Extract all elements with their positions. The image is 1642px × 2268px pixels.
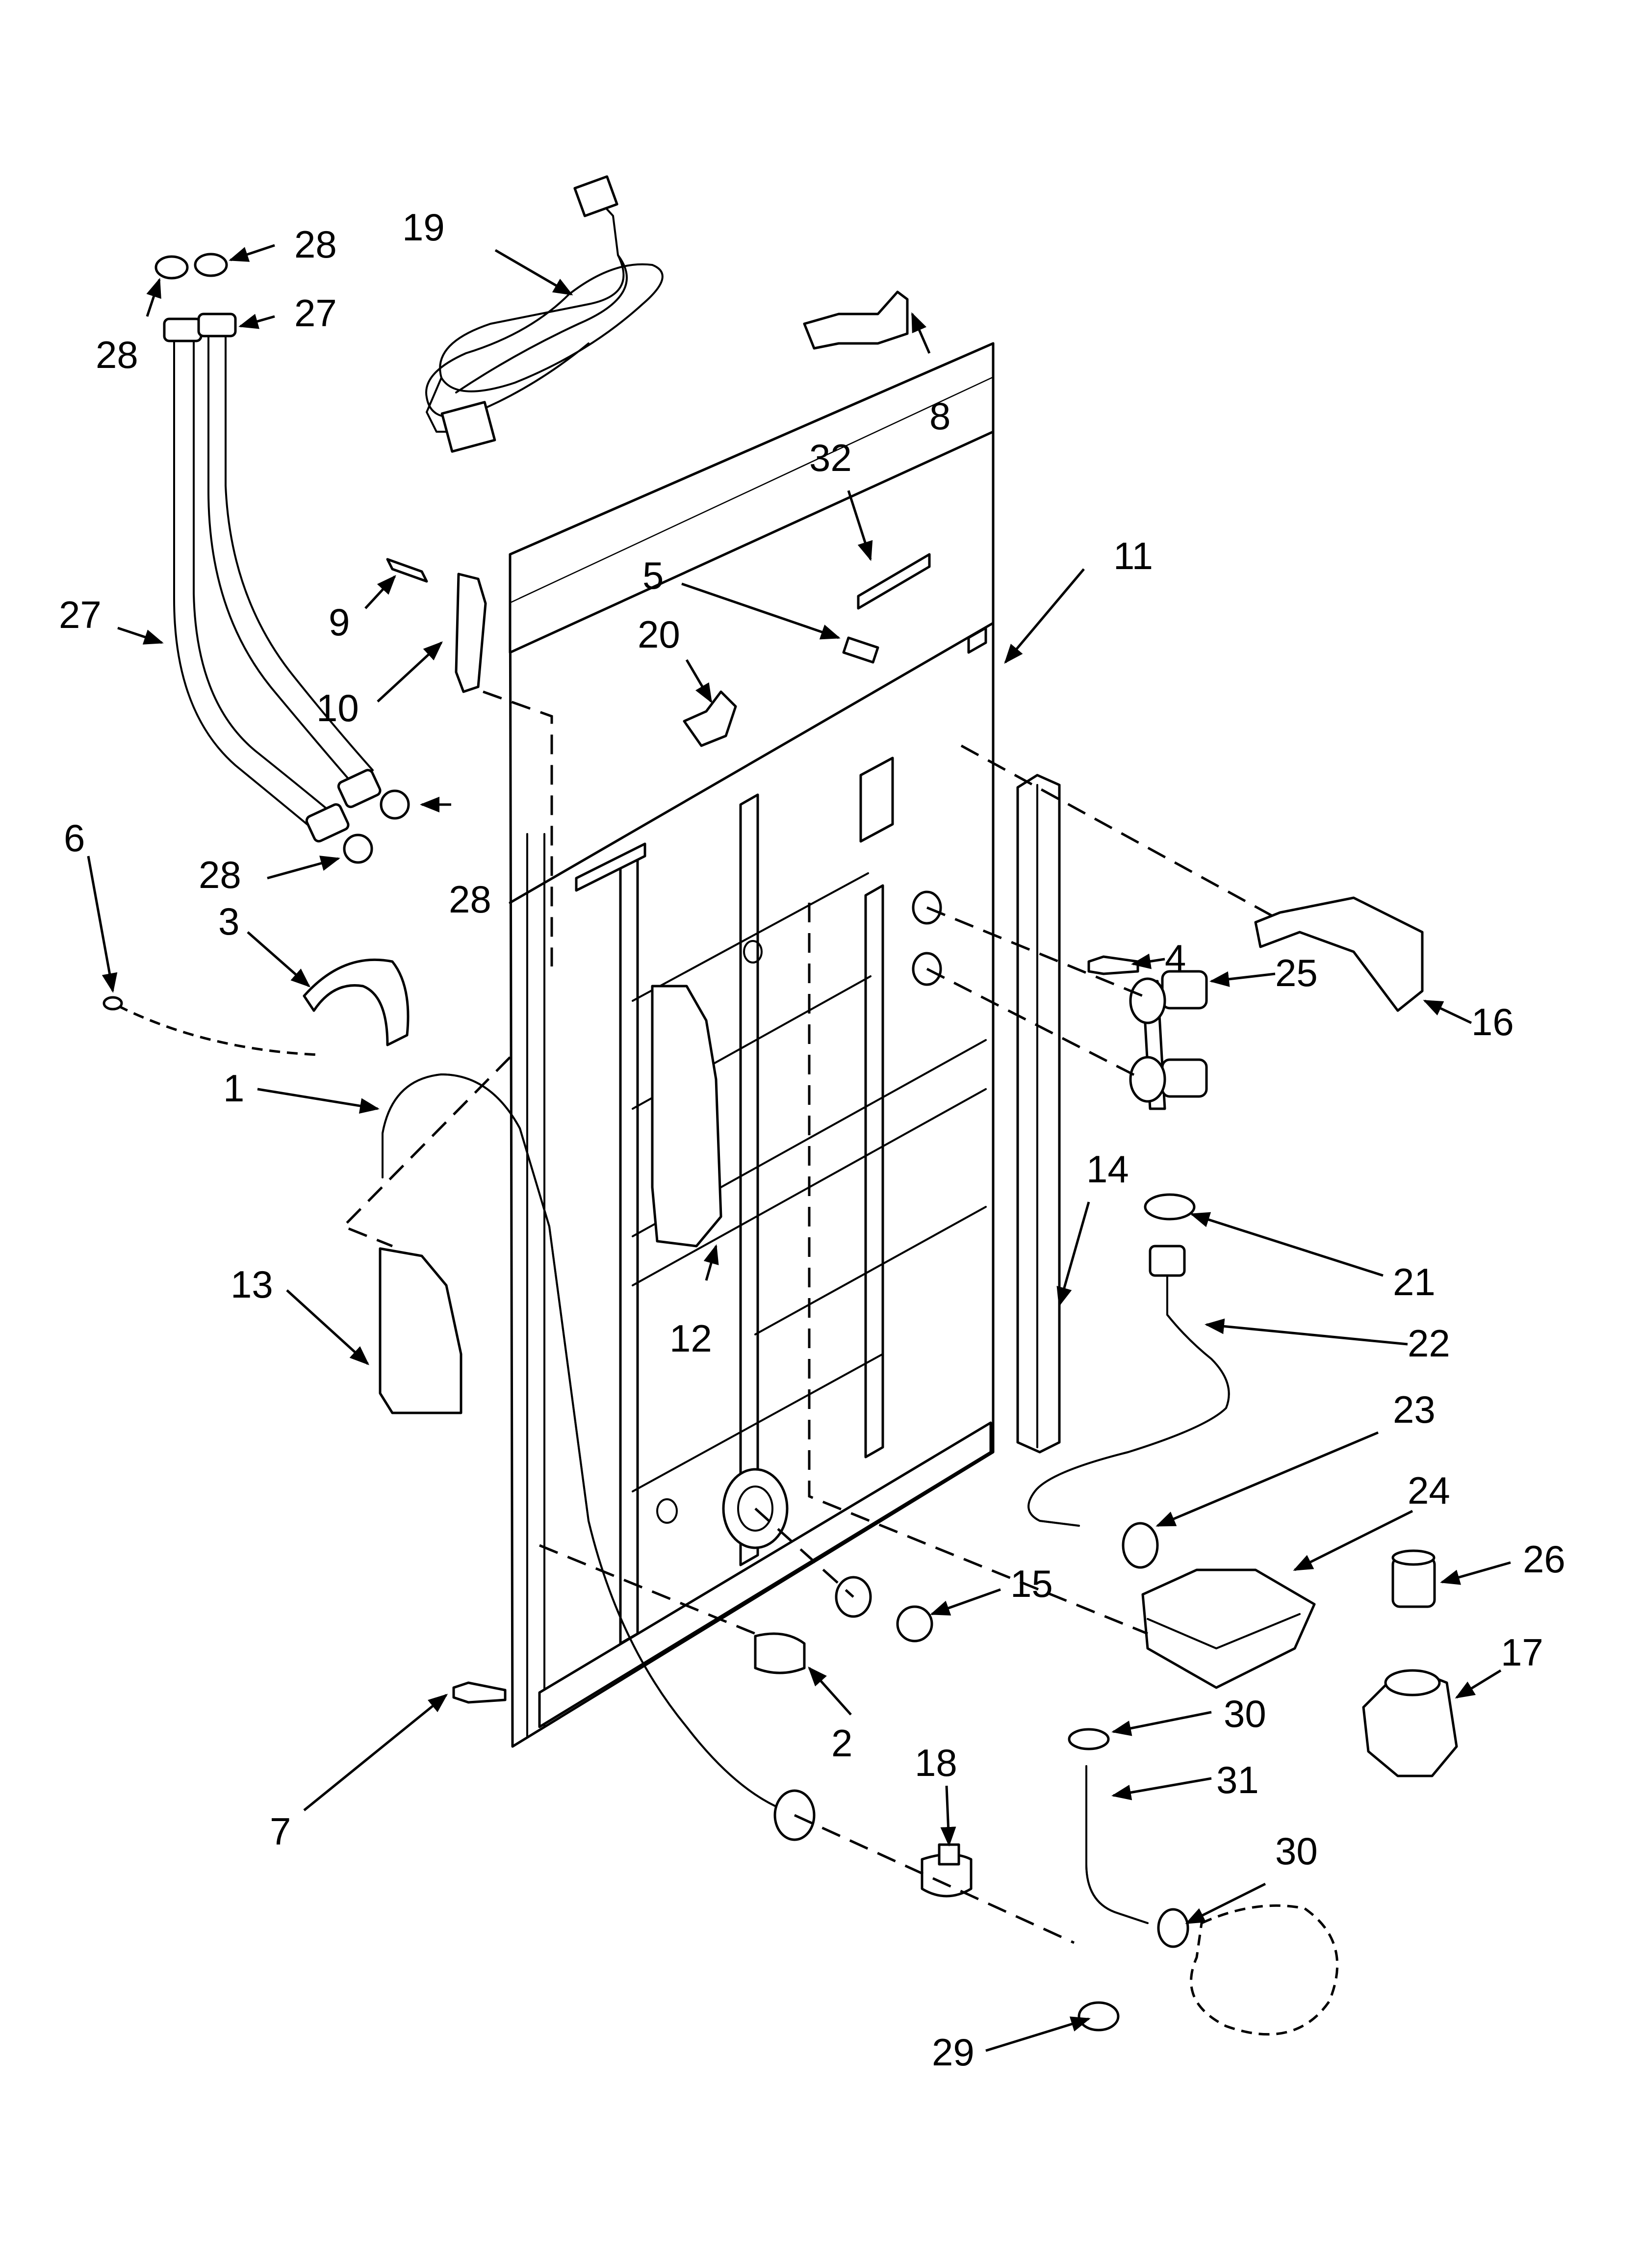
screw-7 — [452, 1681, 507, 1704]
callout-9: 9 — [329, 600, 350, 644]
callout-18: 18 — [915, 1741, 957, 1784]
wire-clip — [683, 636, 879, 747]
callout-19: 19 — [402, 206, 445, 249]
callout-7: 7 — [270, 1810, 291, 1853]
hose-22 — [1027, 1193, 1230, 1569]
callout-21: 21 — [1393, 1260, 1436, 1303]
callout-28: 28 — [449, 878, 491, 921]
callout-28: 28 — [96, 333, 138, 376]
cover-13 — [379, 1247, 462, 1414]
callout-12: 12 — [669, 1317, 712, 1360]
clamp-2 — [754, 1632, 806, 1674]
top-clip — [803, 290, 909, 350]
clamp-18 — [921, 1843, 973, 1898]
callout-24: 24 — [1408, 1469, 1450, 1512]
callout-27: 27 — [59, 593, 102, 636]
callout-8: 8 — [929, 394, 950, 438]
callout-13: 13 — [231, 1263, 273, 1306]
callout-32: 32 — [809, 436, 852, 479]
tie-strap — [103, 996, 319, 1056]
bracket-16 — [1254, 896, 1424, 1012]
hose-guide — [303, 958, 410, 1046]
rear-panel — [509, 342, 995, 1748]
callout-27: 27 — [294, 291, 337, 335]
callout-3: 3 — [218, 900, 239, 943]
callout-28: 28 — [294, 223, 337, 266]
callout-30: 30 — [1275, 1829, 1318, 1873]
callout-26: 26 — [1523, 1538, 1565, 1581]
callout-4: 4 — [1165, 937, 1186, 980]
callout-6: 6 — [64, 816, 85, 860]
bracket-12 — [651, 985, 722, 1248]
callout-17: 17 — [1501, 1631, 1543, 1674]
callout-10: 10 — [316, 686, 359, 730]
pump-hose-31 — [1068, 1728, 1189, 2032]
pump-17 — [1362, 1669, 1458, 1777]
side-channel-strip — [1016, 774, 1061, 1454]
callout-15: 15 — [1010, 1562, 1053, 1605]
hose-bracket — [386, 558, 487, 693]
callout-20: 20 — [638, 613, 680, 656]
inlet-hoses — [163, 313, 382, 843]
callout-16: 16 — [1471, 1000, 1514, 1043]
callout-11: 11 — [1113, 534, 1153, 577]
callout-23: 23 — [1393, 1388, 1436, 1431]
housing-24 — [1141, 1568, 1316, 1689]
callout-14: 14 — [1086, 1147, 1129, 1191]
power-cord — [425, 175, 664, 453]
pump-outline-dashed — [1190, 1904, 1339, 2036]
water-valve — [1129, 970, 1208, 1110]
assembly-lines — [341, 690, 1276, 1944]
rail — [857, 553, 931, 610]
callout-28: 28 — [199, 853, 241, 896]
callout-22: 22 — [1408, 1322, 1450, 1365]
hose-washers — [154, 253, 410, 864]
callout-25: 25 — [1275, 951, 1318, 994]
capacitor-26 — [1391, 1549, 1436, 1608]
callout-2: 2 — [831, 1721, 852, 1765]
leader-arrows — [87, 244, 1511, 2052]
callout-labels: 28 28 27 19 8 32 11 5 20 9 10 27 6 28 28… — [59, 206, 1565, 2074]
callout-29: 29 — [932, 2031, 975, 2074]
plug-15 — [835, 1576, 933, 1642]
callout-30: 30 — [1224, 1692, 1266, 1735]
callout-1: 1 — [223, 1067, 244, 1110]
screw-4 — [1087, 955, 1139, 975]
callout-31: 31 — [1216, 1758, 1259, 1801]
callout-5: 5 — [642, 554, 664, 597]
